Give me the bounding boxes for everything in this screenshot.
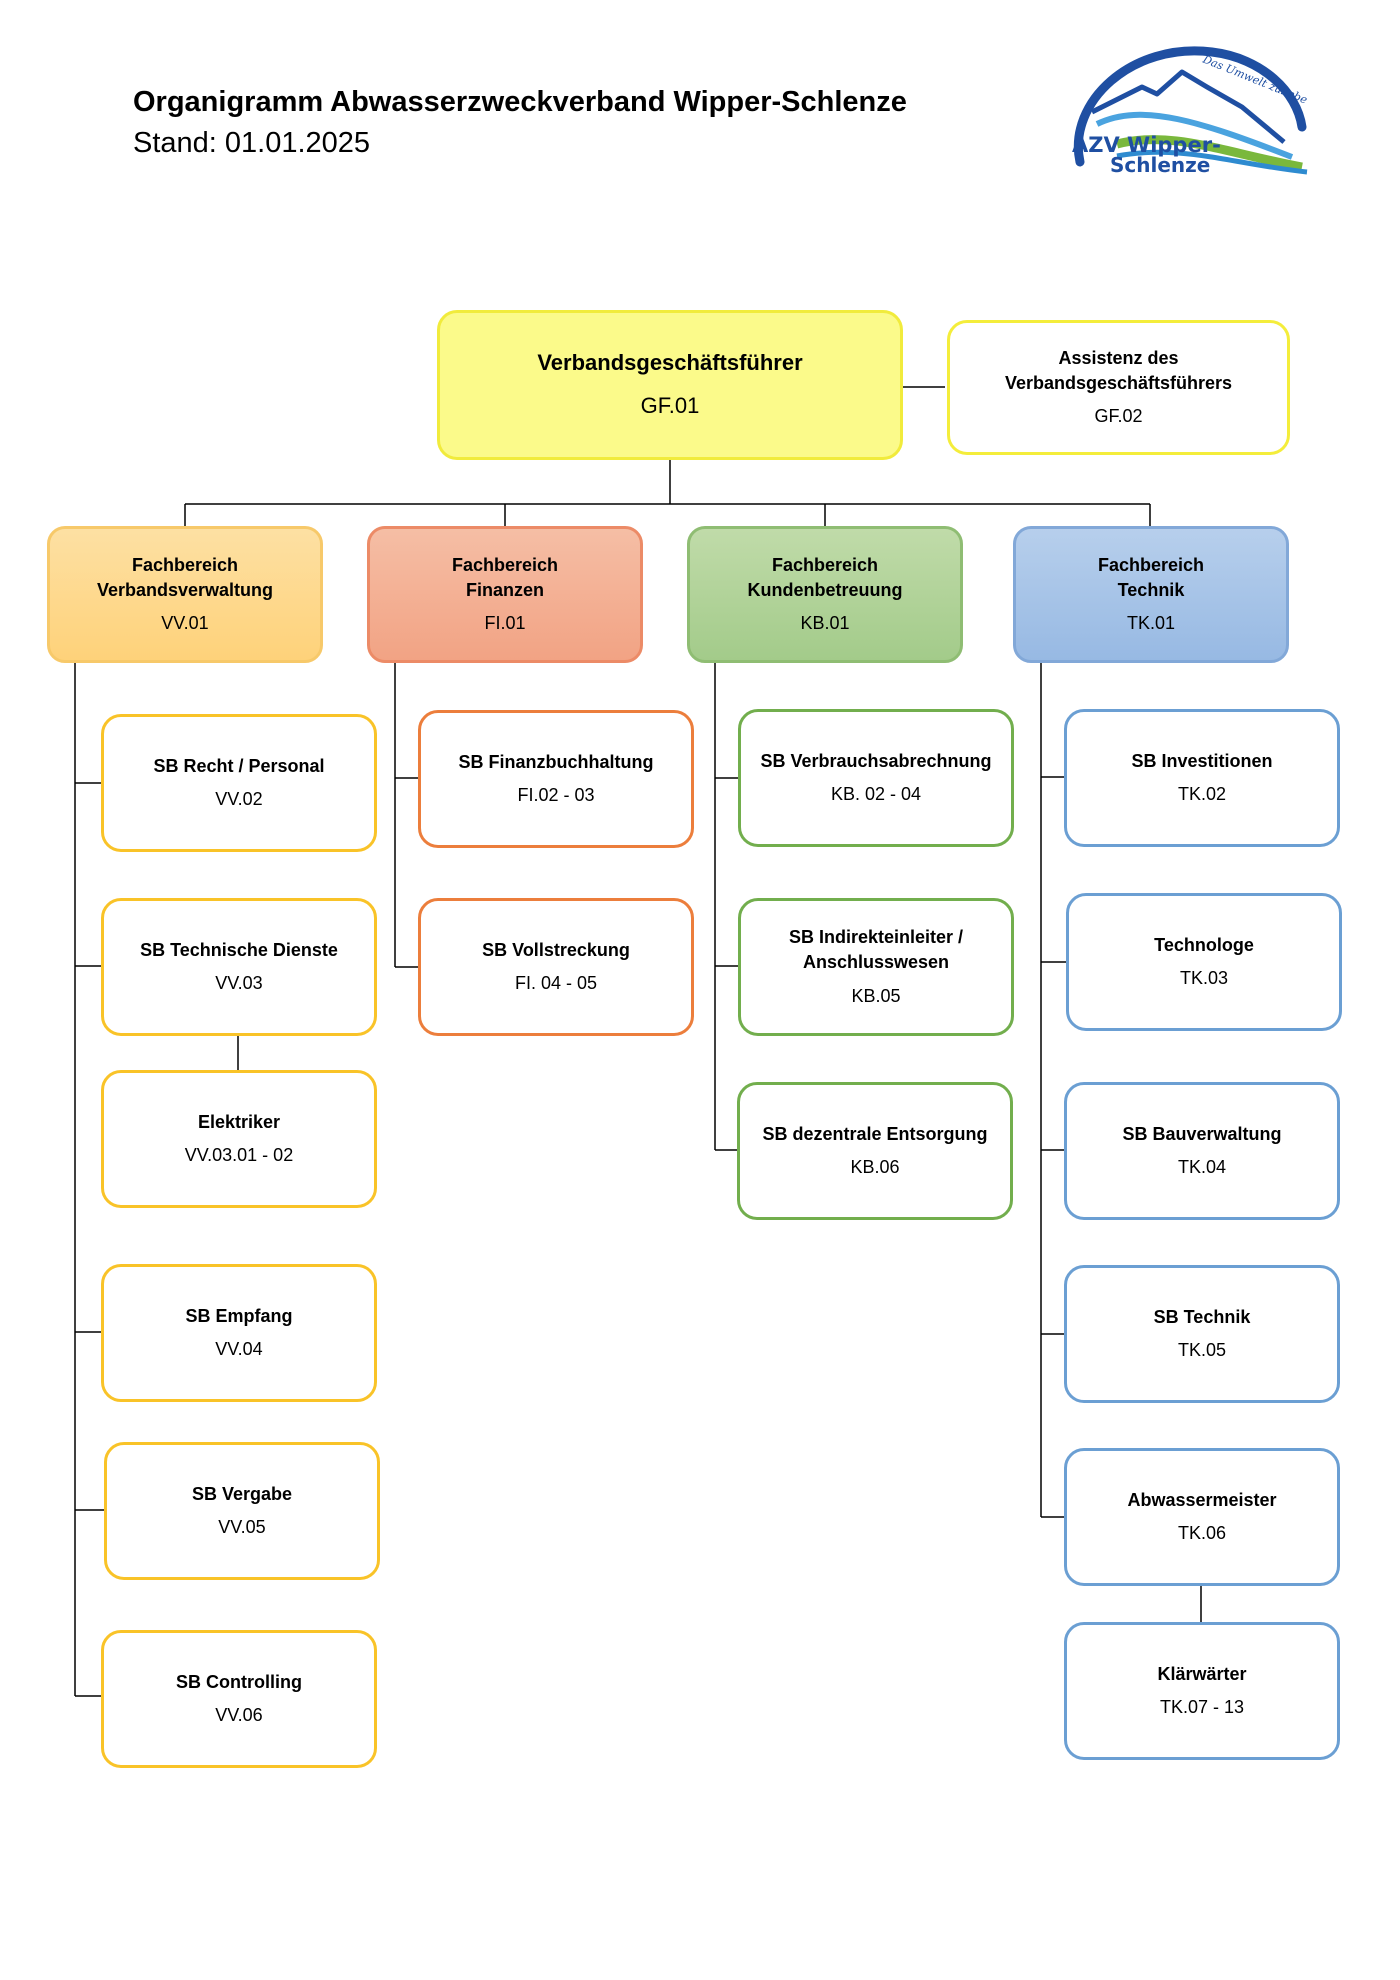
department-technik: Fachbereich Technik TK.01 [1013, 526, 1289, 663]
assistant-box: Assistenz des Verbandsgeschäftsführers G… [947, 320, 1290, 455]
logo-text-line1: AZV Wipper- [1072, 133, 1221, 157]
unit-name: SB Recht / Personal [153, 755, 325, 776]
unit-code: TK.05 [1177, 1340, 1227, 1360]
department-code: KB.01 [800, 613, 850, 634]
department-name: Fachbereich Verbandsverwaltung [96, 554, 274, 600]
logo-text-line2: Schlenze [1110, 153, 1210, 177]
unit-sb-controlling: SB Controlling VV.06 [101, 1630, 377, 1768]
azv-logo: Das Umwelt zuliebe AZV Wipper- Schlenze [1072, 46, 1310, 177]
unit-sb-dezentrale-entsorgung: SB dezentrale Entsorgung KB.06 [737, 1082, 1013, 1220]
unit-name: SB dezentrale Entsorgung [762, 1123, 988, 1144]
unit-sb-technische-dienste: SB Technische Dienste VV.03 [101, 898, 377, 1036]
unit-name: SB Indirekteinleiter / Anschlusswesen [788, 927, 964, 973]
unit-code: VV.06 [215, 1705, 263, 1725]
unit-abwassermeister: Abwassermeister TK.06 [1064, 1448, 1340, 1586]
unit-code: TK.03 [1179, 968, 1229, 988]
unit-name: SB Controlling [176, 1671, 302, 1692]
assistant-name: Assistenz des Verbandsgeschäftsführers [1004, 347, 1233, 393]
unit-code: KB.05 [851, 985, 901, 1006]
unit-code: KB. 02 - 04 [830, 784, 922, 804]
unit-sb-finanzbuchhaltung: SB Finanzbuchhaltung FI.02 - 03 [418, 710, 694, 848]
unit-elektriker: Elektriker VV.03.01 - 02 [101, 1070, 377, 1208]
unit-sb-technik: SB Technik TK.05 [1064, 1265, 1340, 1403]
unit-name: SB Technische Dienste [140, 939, 338, 960]
unit-name: SB Vergabe [191, 1483, 293, 1504]
unit-code: VV.04 [215, 1339, 263, 1359]
unit-code: FI. 04 - 05 [514, 973, 598, 993]
unit-code: VV.03.01 - 02 [184, 1145, 294, 1165]
unit-name: Technologe [1154, 934, 1254, 955]
department-name: Fachbereich Finanzen [451, 554, 559, 600]
unit-code: TK.04 [1177, 1157, 1227, 1177]
unit-code: VV.05 [218, 1517, 266, 1537]
department-code: VV.01 [161, 613, 209, 634]
assistant-code: GF.02 [1094, 406, 1143, 427]
unit-name: Abwassermeister [1127, 1489, 1277, 1510]
unit-code: VV.03 [215, 973, 263, 993]
department-finanzen: Fachbereich Finanzen FI.01 [367, 526, 643, 663]
department-code: FI.01 [484, 613, 526, 634]
unit-sb-vergabe: SB Vergabe VV.05 [104, 1442, 380, 1580]
unit-name: SB Bauverwaltung [1122, 1123, 1282, 1144]
unit-code: TK.02 [1177, 784, 1227, 804]
unit-name: Elektriker [197, 1111, 281, 1132]
page-subtitle: Stand: 01.01.2025 [133, 127, 371, 159]
unit-name: SB Technik [1153, 1306, 1251, 1327]
unit-sb-empfang: SB Empfang VV.04 [101, 1264, 377, 1402]
unit-code: FI.02 - 03 [517, 785, 595, 805]
unit-code: TK.06 [1177, 1523, 1227, 1543]
department-name: Fachbereich Technik [1097, 554, 1205, 600]
unit-sb-investitionen: SB Investitionen TK.02 [1064, 709, 1340, 847]
unit-sb-indirekteinleiter: SB Indirekteinleiter / Anschlusswesen KB… [738, 898, 1014, 1036]
unit-name: Klärwärter [1157, 1663, 1247, 1684]
department-name: Fachbereich Kundenbetreuung [747, 554, 903, 600]
gf-box: Verbandsgeschäftsführer GF.01 [437, 310, 903, 460]
gf-name: Verbandsgeschäftsführer [537, 350, 803, 376]
department-code: TK.01 [1126, 613, 1176, 634]
unit-name: SB Verbrauchsabrechnung [760, 750, 992, 771]
unit-name: SB Empfang [185, 1305, 293, 1326]
unit-name: SB Investitionen [1131, 750, 1273, 771]
unit-name: SB Vollstreckung [482, 939, 630, 960]
unit-sb-recht-personal: SB Recht / Personal VV.02 [101, 714, 377, 852]
unit-name: SB Finanzbuchhaltung [458, 751, 654, 772]
unit-code: KB.06 [850, 1157, 900, 1177]
unit-code: TK.07 - 13 [1159, 1697, 1245, 1717]
department-kundenbetreuung: Fachbereich Kundenbetreuung KB.01 [687, 526, 963, 663]
unit-sb-vollstreckung: SB Vollstreckung FI. 04 - 05 [418, 898, 694, 1036]
unit-code: VV.02 [215, 789, 263, 809]
gf-code: GF.01 [640, 393, 700, 418]
unit-sb-bauverwaltung: SB Bauverwaltung TK.04 [1064, 1082, 1340, 1220]
unit-technologe: Technologe TK.03 [1066, 893, 1342, 1031]
department-verbandsverwaltung: Fachbereich Verbandsverwaltung VV.01 [47, 526, 323, 663]
unit-sb-verbrauchsabrechnung: SB Verbrauchsabrechnung KB. 02 - 04 [738, 709, 1014, 847]
unit-klaerwaerter: Klärwärter TK.07 - 13 [1064, 1622, 1340, 1760]
page-title: Organigramm Abwasserzweckverband Wipper-… [133, 86, 907, 118]
